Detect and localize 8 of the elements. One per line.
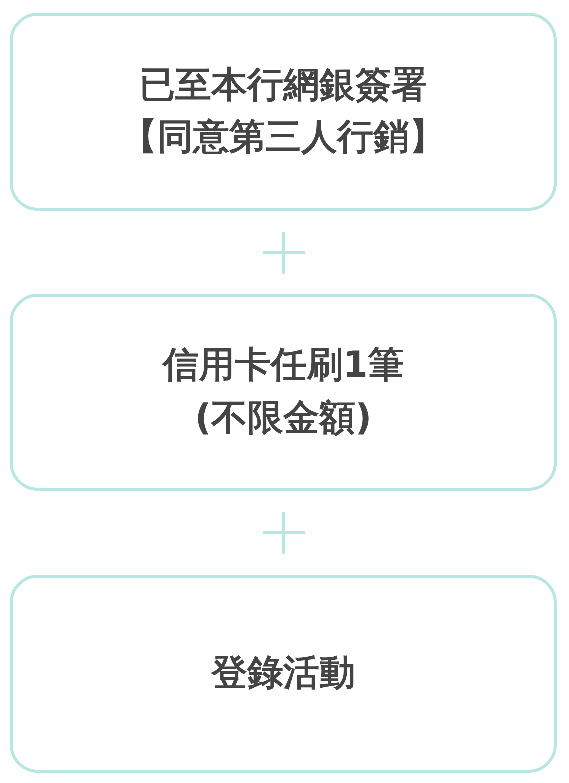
step-box xyxy=(10,575,557,773)
step-text: 已至本行網銀簽署 xyxy=(140,64,428,108)
step-text: 信用卡任刷1筆 xyxy=(162,344,404,388)
step-box xyxy=(10,294,557,491)
step-box xyxy=(10,13,557,211)
step-text: 登錄活動 xyxy=(212,652,356,696)
step-text: (不限金額) xyxy=(195,396,372,440)
step-text: 【同意第三人行銷】 xyxy=(122,116,446,160)
